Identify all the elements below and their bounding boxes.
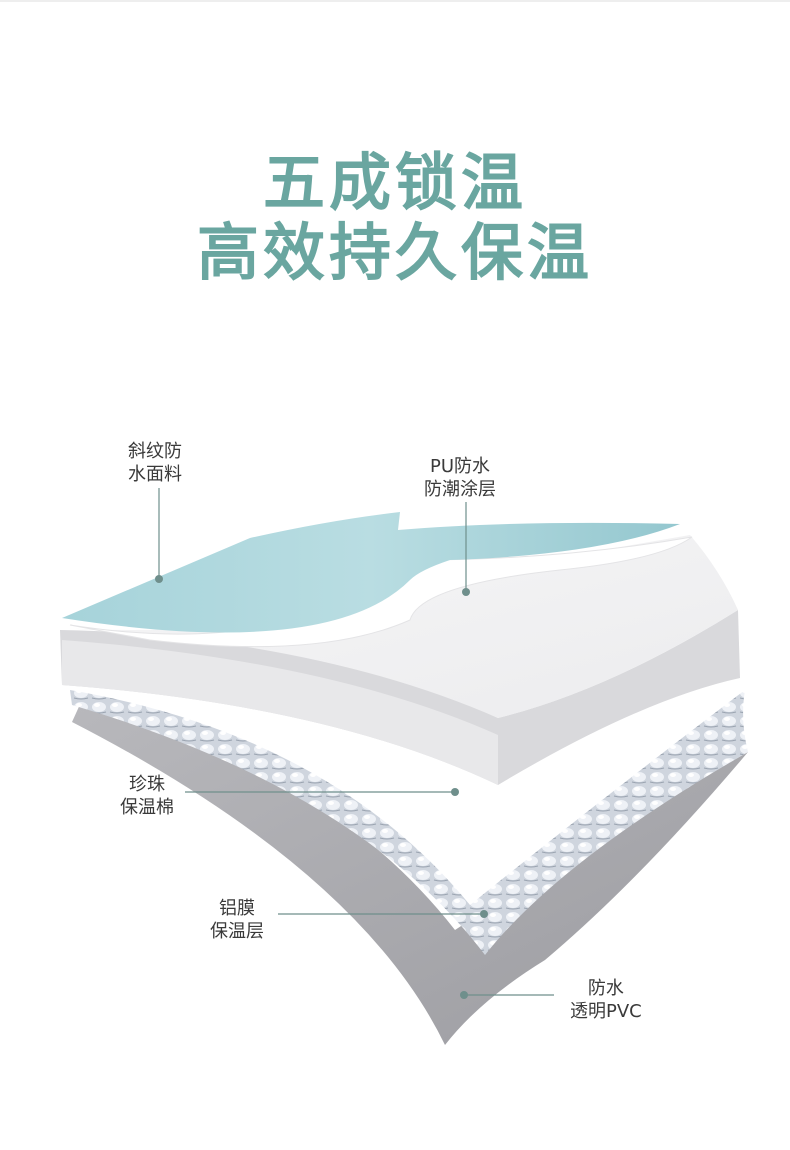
label-pvc-film-line-2: 透明PVC: [570, 1001, 642, 1022]
pearl-cotton-side: [60, 610, 740, 785]
label-pearl-cotton-line-1: 珍珠: [129, 774, 165, 795]
label-twill-fabric-line-1: 斜纹防: [128, 441, 182, 462]
label-pu-coating-line-1: PU防水: [429, 456, 491, 477]
label-pearl-cotton-line-2: 保温棉: [120, 797, 174, 818]
headline-line-1: 五成锁温: [262, 146, 527, 219]
label-pvc-film: 防水 透明PVC: [570, 977, 642, 1023]
leader-dot-twill: [155, 575, 163, 583]
label-aluminum-film-line-2: 保温层: [210, 921, 264, 942]
leader-dot-pearl: [451, 788, 459, 796]
label-aluminum-film: 铝膜 保温层: [210, 897, 264, 943]
label-pu-coating-line-2: 防潮涂层: [424, 479, 496, 500]
pearl-cotton-front: [62, 640, 498, 785]
headline-line-2: 高效持久保温: [196, 216, 593, 289]
pearl-cotton-top: [58, 535, 738, 718]
pvc-layer: [72, 700, 748, 1045]
label-twill-fabric-line-2: 水面料: [128, 464, 182, 485]
layer-diagram: [58, 488, 748, 1045]
leader-dot-pu: [462, 588, 470, 596]
twill-fabric-sheet: [62, 512, 680, 633]
label-twill-fabric: 斜纹防 水面料: [128, 440, 182, 486]
label-aluminum-film-line-1: 铝膜: [219, 898, 255, 919]
aluminum-foil-layer: [70, 690, 748, 955]
leader-dot-foil: [480, 910, 488, 918]
label-pu-coating: PU防水 防潮涂层: [424, 455, 496, 501]
top-divider: [0, 0, 790, 2]
leader-dot-pvc: [460, 991, 468, 999]
label-pearl-cotton: 珍珠 保温棉: [120, 773, 174, 819]
label-pvc-film-line-1: 防水: [587, 978, 624, 999]
